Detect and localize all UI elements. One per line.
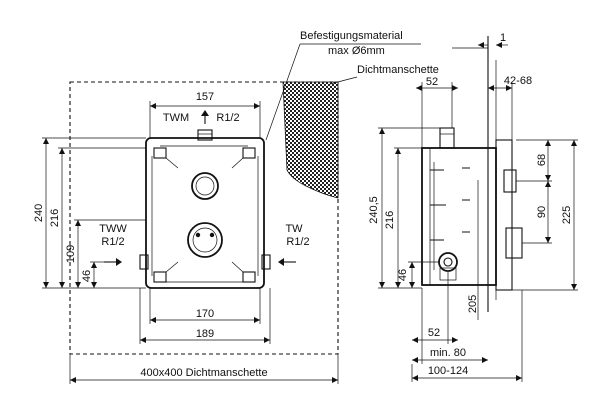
dim-side-225: 225 — [561, 206, 573, 224]
dim-157: 157 — [196, 91, 214, 103]
outlet-twm — [197, 129, 213, 141]
wall-hatch — [282, 81, 339, 199]
label-tww: TWW — [99, 223, 127, 235]
label-tw-size: R1/2 — [286, 236, 309, 248]
dim-216: 216 — [49, 209, 61, 227]
housing-outer — [145, 137, 265, 289]
dim-46: 46 — [81, 270, 93, 282]
dim-189: 189 — [196, 328, 214, 340]
side-view: 1 52 42-68 240,5 216 — [368, 32, 578, 382]
dim-240: 240 — [33, 204, 45, 222]
dim-side-min-80: min. 80 — [430, 347, 466, 359]
upper-valve-knob — [191, 172, 219, 200]
dim-109: 109 — [65, 245, 77, 263]
label-tw: TW — [285, 223, 303, 235]
label-dichtmanschette: Dichtmanschette — [357, 64, 439, 76]
lower-valve-knob — [187, 222, 223, 258]
dim-side-205: 205 — [467, 295, 479, 313]
dim-side-216: 216 — [384, 211, 396, 229]
bottom-caption: 400x400 Dichtmanschette — [140, 367, 267, 379]
dim-side-90: 90 — [536, 206, 548, 218]
dim-side-52-top: 52 — [426, 76, 438, 88]
front-plate — [495, 139, 513, 291]
arrow-up-icon — [201, 110, 209, 124]
label-max-diameter: max Ø6mm — [328, 45, 385, 57]
inlet-tw — [261, 254, 271, 270]
leader-befestigung — [265, 43, 301, 141]
dim-side-240-5: 240,5 — [368, 196, 380, 224]
sleeve-outline — [69, 81, 339, 355]
label-twm-size: R1/2 — [216, 112, 239, 124]
label-befestigungsmaterial: Befestigungsmaterial — [300, 30, 403, 42]
label-tww-size: R1/2 — [101, 236, 124, 248]
front-view: 157 TWM R1/2 TWW R1/2 TW R1/2 240 216 — [33, 43, 421, 384]
dim-side-52-bottom: 52 — [428, 327, 440, 339]
dim-side-46: 46 — [397, 269, 409, 281]
housing-side — [421, 147, 497, 286]
dim-side-42-68: 42-68 — [504, 75, 532, 87]
arrow-left-icon — [278, 258, 296, 266]
dim-170: 170 — [196, 308, 214, 320]
arrow-right-icon — [104, 258, 122, 266]
dim-side-100-124: 100-124 — [428, 365, 468, 377]
dim-side-68: 68 — [536, 154, 548, 166]
inlet-tww — [139, 254, 149, 270]
label-twm: TWM — [163, 112, 189, 124]
dim-side-1: 1 — [500, 32, 506, 44]
